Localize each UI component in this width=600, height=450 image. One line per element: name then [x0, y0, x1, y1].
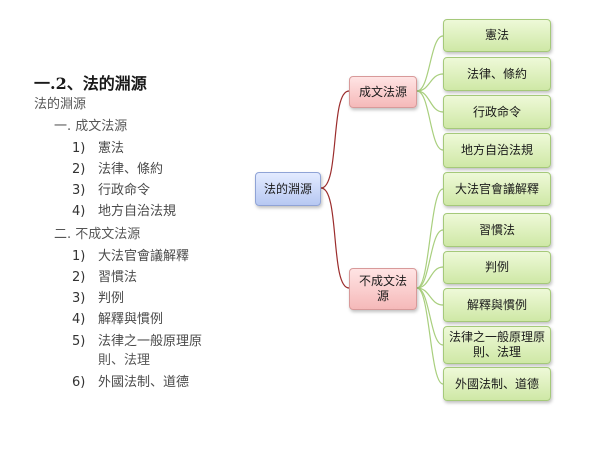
outline-item-text: 法律之一般原理原 — [98, 334, 203, 349]
outline-group-title: 二. 不成文法源 — [54, 227, 141, 242]
connector-branch-leaf — [416, 35, 444, 92]
outline-item: 2) 習慣法 — [72, 269, 137, 287]
outline-item-text: 法律、條約 — [98, 162, 164, 177]
outline-item: 3) 判例 — [72, 290, 124, 308]
connector-branch-leaf — [416, 90, 444, 151]
outline-item-number: 2) — [72, 162, 86, 177]
outline-item-text: 憲法 — [98, 141, 125, 156]
connector-branch-leaf — [416, 90, 444, 113]
diagram-leaf-node: 外國法制、道德 — [443, 367, 551, 401]
outline-item-text: 解釋與慣例 — [98, 312, 164, 327]
outline-item: 2) 法律、條約 — [72, 161, 163, 179]
outline-item-number: 6) — [72, 375, 86, 390]
diagram-leaf-node: 大法官會議解釋 — [443, 172, 551, 206]
outline-item: 6) 外國法制、道德 — [72, 374, 189, 392]
outline-item-number: 3) — [72, 183, 86, 198]
outline-item-continuation: 則、法理 — [98, 353, 151, 368]
diagram-branch-node: 不成文法源 — [349, 268, 417, 310]
outline-item-number: 5) — [72, 334, 86, 349]
outline-item: 3) 行政命令 — [72, 182, 150, 200]
outline-item-number: 3) — [72, 291, 86, 306]
connector-branch-leaf — [416, 73, 444, 92]
diagram-leaf-node: 法律之一般原理原則、法理 — [443, 326, 551, 364]
outline-item-number: 4) — [72, 204, 86, 219]
outline-group-title: 一. 成文法源 — [54, 119, 128, 134]
diagram-leaf-node: 地方自治法規 — [443, 133, 551, 168]
outline-root: 法的淵源 — [34, 97, 87, 112]
connector-branch-leaf — [416, 287, 444, 346]
outline-item-number: 1) — [72, 141, 86, 156]
diagram-leaf-node: 行政命令 — [443, 95, 551, 129]
connector-root-branch — [320, 187, 350, 289]
diagram-leaf-node: 憲法 — [443, 19, 551, 52]
outline-item: 1) 大法官會議解釋 — [72, 248, 189, 266]
connector-branch-leaf — [416, 229, 444, 289]
outline-item: 4) 解釋與慣例 — [72, 311, 163, 329]
outline-item-text: 判例 — [98, 291, 125, 306]
outline-item: 1) 憲法 — [72, 140, 124, 158]
outline-item: 5) 法律之一般原理原 — [72, 333, 202, 351]
connector-branch-leaf — [416, 287, 444, 385]
diagram-leaf-node: 法律、條約 — [443, 57, 551, 91]
outline-item-text: 地方自治法規 — [98, 204, 177, 219]
diagram-leaf-node: 習慣法 — [443, 213, 551, 247]
outline-item-text: 大法官會議解釋 — [98, 249, 190, 264]
connector-branch-leaf — [416, 188, 444, 289]
outline-item-text: 習慣法 — [98, 270, 138, 285]
outline-item-number: 2) — [72, 270, 86, 285]
outline-item-number: 1) — [72, 249, 86, 264]
diagram-branch-node: 成文法源 — [349, 76, 417, 108]
connector-branch-leaf — [416, 266, 444, 289]
diagram-leaf-node: 解釋與慣例 — [443, 288, 551, 322]
outline-item: 4) 地方自治法規 — [72, 203, 176, 221]
outline-item-text: 行政命令 — [98, 183, 151, 198]
diagram-leaf-node: 判例 — [443, 251, 551, 284]
page-heading: 一.2、法的淵源 — [34, 74, 147, 93]
outline-item-text: 外國法制、道德 — [98, 375, 190, 390]
connector-root-branch — [320, 90, 350, 189]
diagram-root-node: 法的淵源 — [255, 172, 321, 206]
outline-item-number: 4) — [72, 312, 86, 327]
